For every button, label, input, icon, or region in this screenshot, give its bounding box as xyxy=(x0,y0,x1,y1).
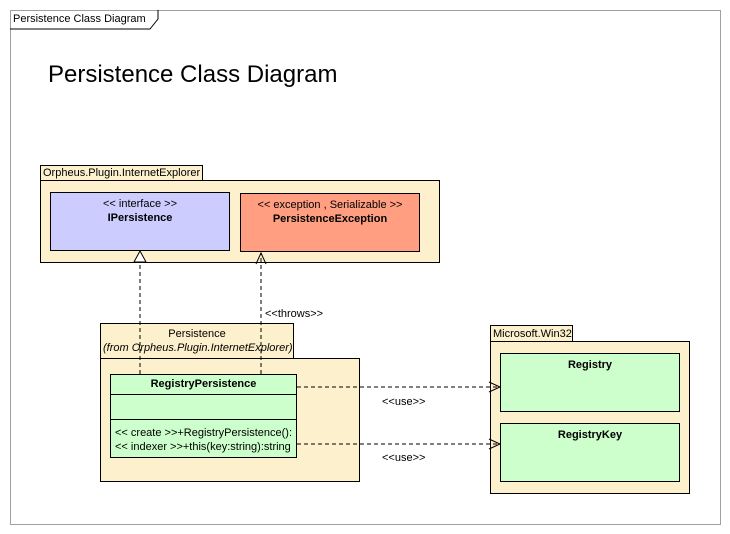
dependency-throws[interactable] xyxy=(255,251,267,374)
class-stereotype: << interface >> xyxy=(103,198,177,210)
package-tab-persistence[interactable]: Persistence (from Orpheus.Plugin.Interne… xyxy=(100,323,294,359)
class-name: IPersistence xyxy=(107,212,173,224)
operation-indexer[interactable]: << indexer >>+this(key:string):string xyxy=(115,441,291,453)
dependency-use-registry[interactable] xyxy=(297,381,502,393)
package-name: Persistence xyxy=(168,328,226,340)
class-persistence-exception[interactable]: << exception , Serializable >> Persisten… xyxy=(240,193,420,252)
label-use-registry: <<use>> xyxy=(382,396,426,408)
class-attributes-compartment xyxy=(111,395,296,420)
realization-ipersistence[interactable] xyxy=(133,249,147,374)
operation-constructor[interactable]: << create >>+RegistryPersistence(): xyxy=(115,427,292,439)
class-operations-compartment: << create >>+RegistryPersistence(): << i… xyxy=(111,420,296,454)
frame-label: Persistence Class Diagram xyxy=(13,13,146,25)
package-origin: (from Orpheus.Plugin.InternetExplorer) xyxy=(103,342,293,354)
class-name: RegistryKey xyxy=(557,429,623,441)
class-name: RegistryPersistence xyxy=(111,375,296,395)
class-registry-persistence[interactable]: RegistryPersistence << create >>+Registr… xyxy=(110,374,297,458)
class-registry-key[interactable]: RegistryKey xyxy=(500,423,680,482)
class-name: Registry xyxy=(567,359,613,371)
package-tab-win32[interactable]: Microsoft.Win32 xyxy=(490,325,573,342)
package-tab-orpheus[interactable]: Orpheus.Plugin.InternetExplorer xyxy=(40,165,204,181)
label-throws: <<throws>> xyxy=(265,308,324,320)
class-ipersistence[interactable]: << interface >> IPersistence xyxy=(50,192,230,251)
diagram-frame xyxy=(10,10,721,525)
diagram-title: Persistence Class Diagram xyxy=(48,61,338,88)
dependency-use-registry-key[interactable] xyxy=(297,438,502,450)
class-name: PersistenceException xyxy=(272,213,388,225)
class-registry[interactable]: Registry xyxy=(500,353,680,412)
label-use-registry-key: <<use>> xyxy=(382,452,426,464)
class-stereotype: << exception , Serializable >> xyxy=(257,199,403,211)
